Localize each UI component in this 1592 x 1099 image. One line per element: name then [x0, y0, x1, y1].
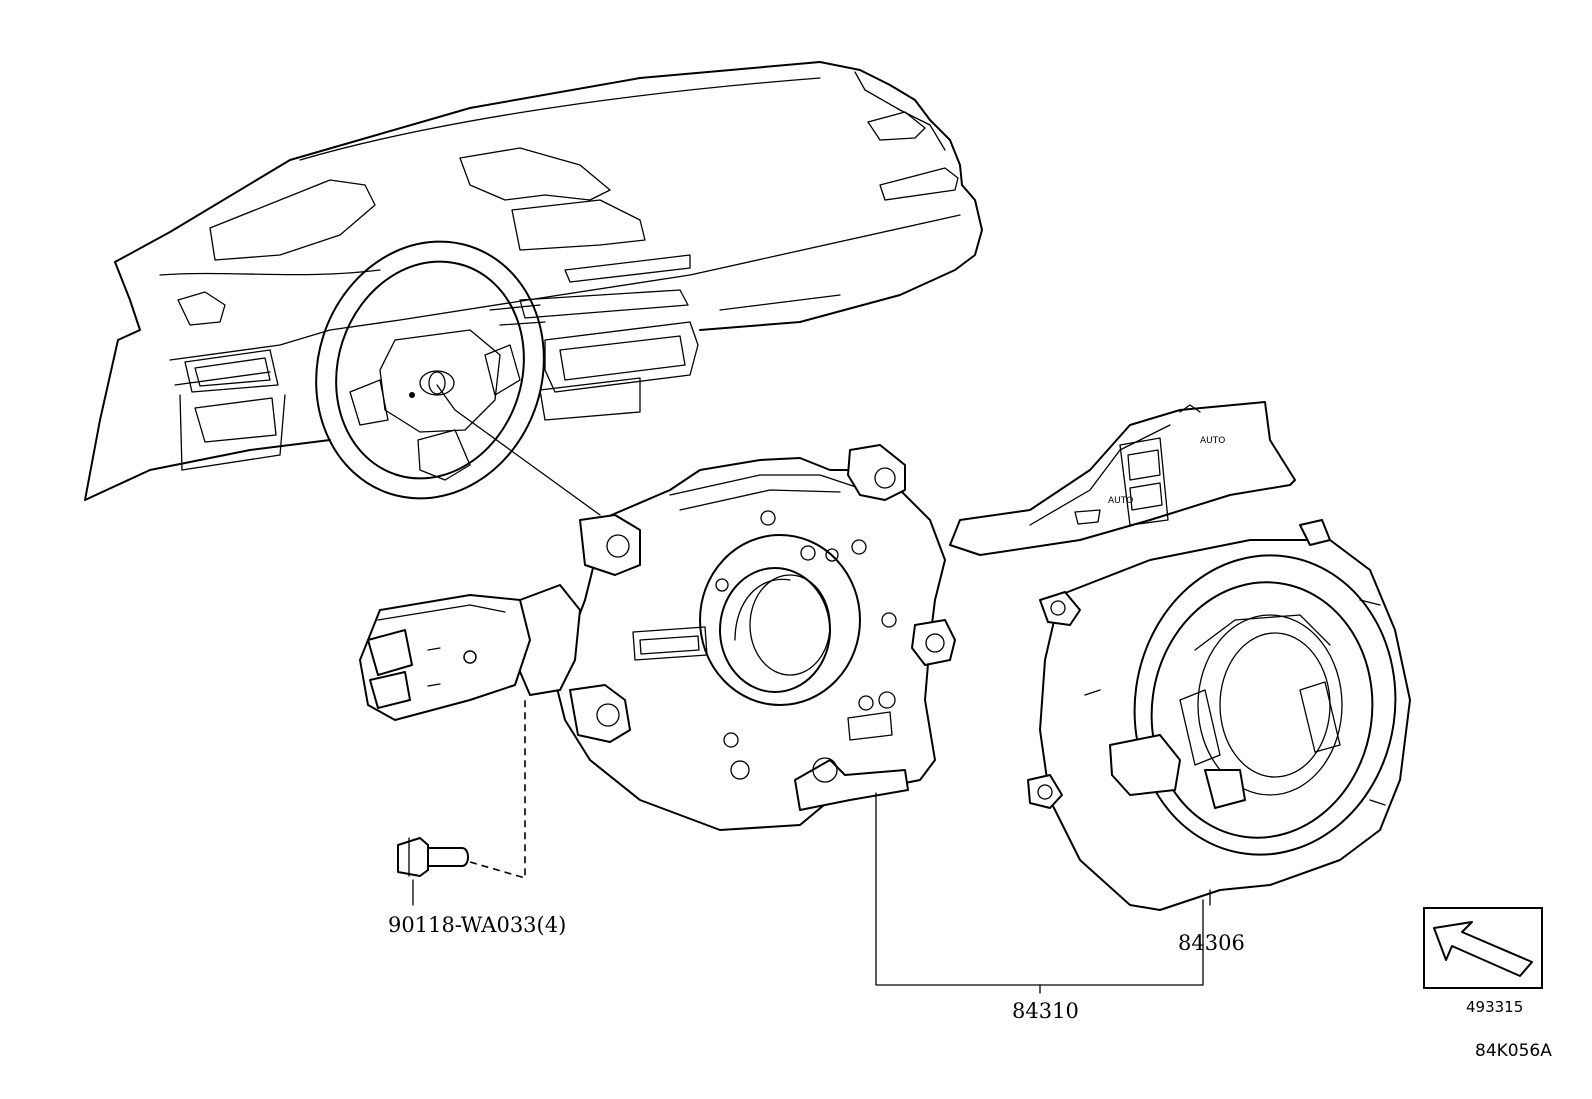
lever-auto-label-top: AUTO	[1200, 436, 1225, 446]
spiral-cable-part-number-label: 84306	[1178, 931, 1245, 955]
lever-auto-label-side: AUTO	[1108, 496, 1133, 506]
combination-switch-assembly: AUTO AUTO	[359, 401, 1296, 994]
spiral-cable-assembly	[1027, 519, 1411, 911]
view-direction-box	[1423, 907, 1543, 989]
dashboard-illustration	[84, 61, 983, 516]
toyota-emblem-icon	[419, 370, 455, 396]
switch-assembly-part-number-label: 84310	[1012, 999, 1079, 1023]
diagram-code-label: 84K056A	[1475, 1041, 1552, 1061]
view-direction-arrow-icon	[1433, 921, 1533, 977]
bolt-part-number-label: 90118-WA033(4)	[388, 913, 566, 937]
view-code-label: 493315	[1466, 998, 1523, 1016]
bolt-part	[397, 700, 526, 906]
